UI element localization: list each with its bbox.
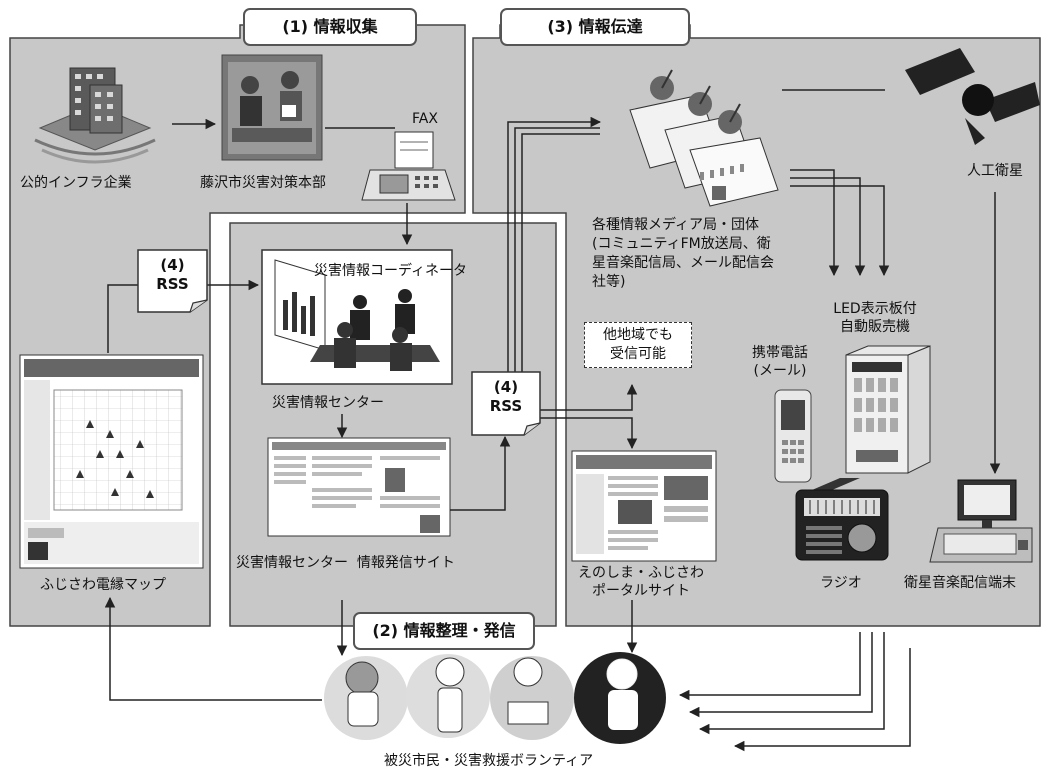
label-satellite: 人工衛星 [967, 163, 1023, 179]
label-infra: 公的インフラ企業 [20, 175, 132, 191]
note-other-region: 他地域でも 受信可能 [584, 322, 692, 368]
label-phone-line1: 携帯電話 [752, 345, 808, 361]
label-media: 各種情報メディア局・団体(コミュニティFM放送局、衛星音楽配信局、メール配信会社… [592, 217, 774, 290]
rss-badge-left: (4) RSS [138, 256, 207, 294]
portal-website-icon [571, 450, 717, 562]
vending-machine-icon [845, 345, 931, 474]
meeting-people-icon [221, 54, 323, 161]
radio-icon [795, 478, 889, 561]
connectors [104, 89, 1001, 752]
label-vending-line1: LED表示板付 [833, 301, 917, 317]
rss-document-right [471, 371, 541, 436]
meeting-room-icon [261, 249, 453, 385]
label-terminal: 衛星音楽配信端末 [904, 575, 1016, 591]
website-screenshot-icon [267, 437, 451, 537]
label-hq: 藤沢市災害対策本部 [200, 175, 326, 191]
satellite-terminal-icon [929, 479, 1033, 563]
label-coordinator: 災害情報コーディネータ [314, 263, 468, 279]
rss-label: RSS [489, 397, 523, 415]
label-fax: FAX [412, 111, 438, 127]
label-map: ふじさわ電縁マップ [40, 577, 166, 593]
label-phone: 携帯電話 (メール) [732, 344, 828, 380]
rss-number: (4) [493, 378, 519, 396]
label-citizens: 被災市民・災害救援ボランティア [384, 753, 594, 769]
mobile-phone-icon [774, 389, 812, 483]
rss-badge-right: (4) RSS [472, 378, 540, 416]
label-radio: ラジオ [820, 575, 862, 591]
note-line2: 受信可能 [610, 346, 666, 362]
label-phone-line2: (メール) [753, 363, 807, 379]
map-website-icon [19, 354, 204, 569]
label-site: 災害情報センター 情報発信サイト [236, 555, 455, 571]
label-center: 災害情報センター [272, 395, 384, 411]
rss-number: (4) [160, 256, 185, 274]
panel-title-transmit: (3) 情報伝達 [500, 8, 690, 46]
satellite-icon [905, 48, 1040, 145]
citizens-icon [324, 652, 666, 744]
label-portal-line2: ポータルサイト [592, 583, 690, 599]
label-portal-line1: えのしま・ふじさわ [578, 565, 704, 581]
fax-machine-icon [361, 131, 456, 201]
rss-label: RSS [156, 275, 189, 293]
panel-title-collect: (1) 情報収集 [243, 8, 417, 46]
label-vending-line2: 自動販売機 [840, 319, 910, 335]
label-vending: LED表示板付 自動販売機 [818, 300, 932, 336]
building-icon [34, 67, 156, 164]
broadcast-station-icon [629, 69, 779, 207]
rss-document-left [137, 249, 208, 313]
note-line1: 他地域でも [603, 327, 673, 343]
label-portal: えのしま・ふじさわ ポータルサイト [566, 564, 716, 600]
panel-title-organize: (2) 情報整理・発信 [353, 612, 535, 650]
